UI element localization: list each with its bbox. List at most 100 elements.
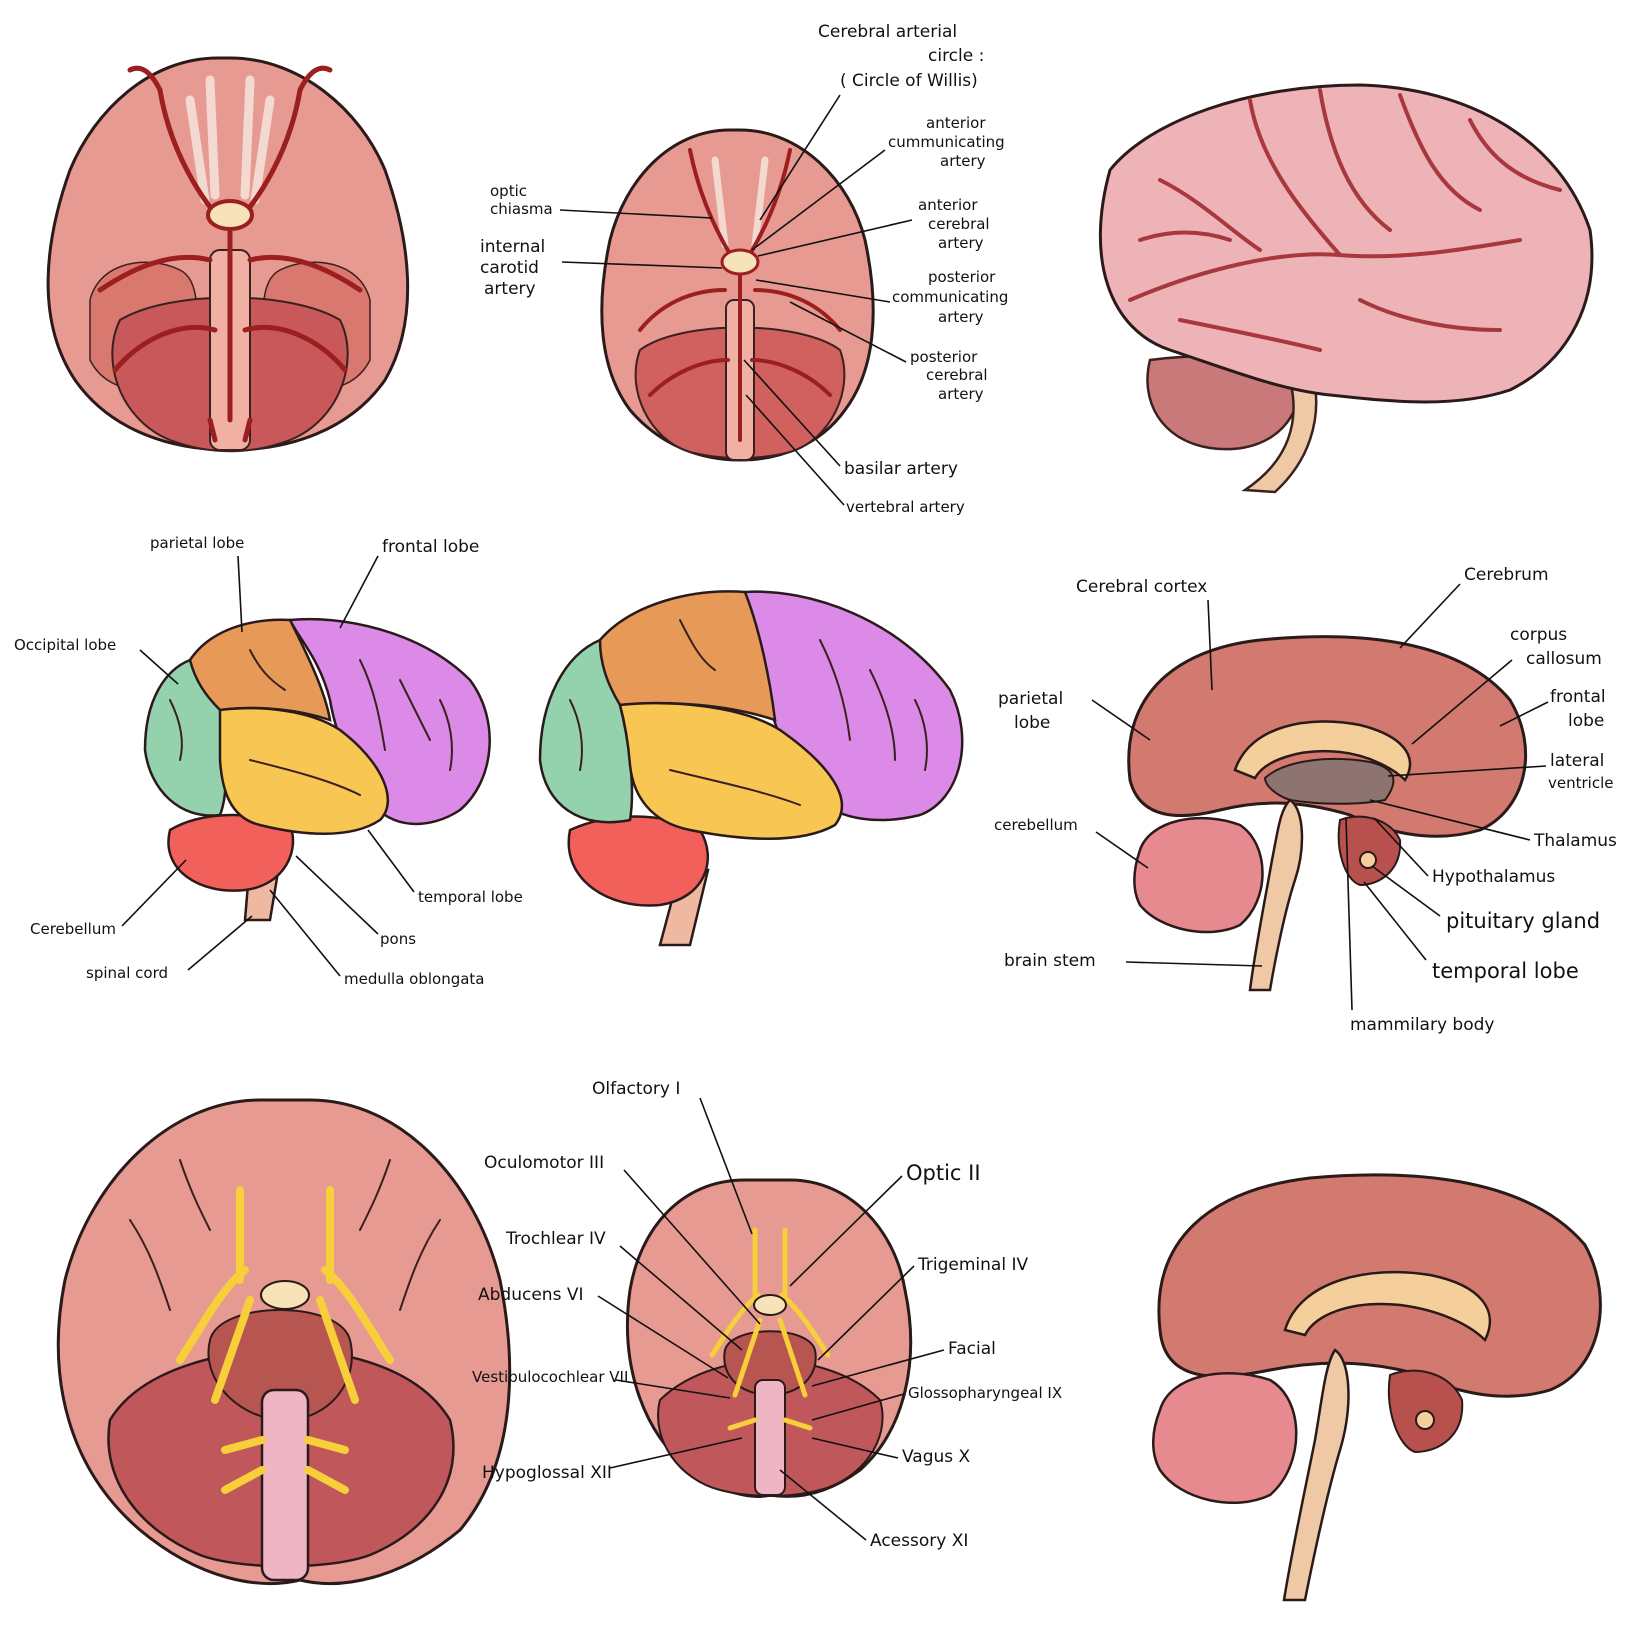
cn-oculomotor-label: Oculomotor III [484, 1153, 604, 1173]
lobes-cerebellum [167, 813, 295, 892]
cn-hypoglossal-leader [609, 1437, 743, 1469]
inf2-nerves [176, 1186, 394, 1494]
cow-circle [720, 248, 760, 276]
cow-pcomm-line2: communicating [892, 288, 1008, 306]
circle-of-willis-diagram: Cerebral arterial circle : ( Circle of W… [480, 22, 1008, 516]
sag-parietal-label1: parietal [998, 689, 1063, 709]
cow-pca-line2: cerebral [926, 366, 988, 384]
lobes-parietal-leader [237, 555, 243, 633]
cow-optic-line1: optic [490, 182, 527, 200]
cn-olfactory-leader [699, 1097, 753, 1235]
cn-vagus-leader [811, 1437, 899, 1459]
sag-brainstem [1248, 798, 1304, 992]
lobes-gyri [169, 649, 453, 796]
cn-abducens-leader [597, 1295, 729, 1379]
cow-vertebral-leader [745, 394, 845, 506]
cow-ica-leader [561, 261, 723, 269]
sag-cortex-label: Cerebral cortex [1076, 577, 1207, 597]
inf2-gyri [129, 1159, 441, 1311]
cow-acomm-leader [751, 149, 886, 251]
cow-optic-leader [559, 209, 713, 219]
cow-olfactory-tracts [711, 156, 769, 249]
cn-abducens-label: Abducens VI [478, 1285, 583, 1305]
cow-basilar-leader [743, 359, 841, 467]
sag-lateral-label1: lateral [1550, 751, 1604, 771]
cow-title-line1: Cerebral arterial [818, 22, 957, 42]
sag2-pituitary [1415, 1410, 1435, 1430]
cn-vagus-label: Vagus X [902, 1447, 971, 1467]
lateral-brainstem [1241, 378, 1318, 494]
lobes-temporal [218, 706, 390, 835]
sag-frontal-label2: lobe [1568, 711, 1604, 731]
sag-frontal-label1: frontal [1550, 687, 1606, 707]
lobes-temporal-label: temporal lobe [418, 888, 523, 906]
sag-hypothalamus-label: Hypothalamus [1432, 867, 1555, 887]
cow-ica-line3: artery [484, 279, 536, 299]
cn-trigeminal-label: Trigeminal IV [917, 1255, 1028, 1275]
cn-optic-label: Optic II [906, 1161, 981, 1185]
sag-lateral-leader [1387, 765, 1547, 777]
cn-pons [723, 1330, 817, 1397]
cn-oculomotor-leader [623, 1169, 761, 1325]
lobes2-temporal [618, 702, 844, 840]
inferior-nerves-diagram [56, 1098, 512, 1585]
cn-vestibulocochlear-leader [615, 1379, 731, 1399]
sag-hypothalamus-leader [1373, 817, 1429, 877]
sag-thalamus-label: Thalamus [1533, 831, 1617, 851]
sag-thalamus-leader [1369, 799, 1531, 841]
sag-temporal-leader [1363, 881, 1427, 961]
lobes-spinal-leader [187, 915, 253, 971]
sag-temporal-label: temporal lobe [1432, 959, 1579, 983]
lobes-frontal-label: frontal lobe [382, 537, 479, 557]
lateral-vessels-diagram [1098, 83, 1594, 494]
lateral-surface-vessels [1128, 88, 1562, 352]
cn-accessory-leader [779, 1469, 867, 1541]
lobes-medulla-leader [269, 889, 341, 977]
sag-corpus-callosum [1233, 720, 1412, 783]
cn-medulla [754, 1379, 786, 1496]
cow-acomm-line3: artery [940, 152, 986, 170]
sag-pituitary-label: pituitary gland [1446, 909, 1600, 933]
sag-cortex-leader [1207, 599, 1213, 691]
sag-mammillary-label: mammilary body [1350, 1015, 1494, 1035]
lateral-cerebrum [1098, 83, 1594, 404]
cow-aca-leader [757, 219, 913, 257]
sag-frontal-leader [1499, 701, 1549, 727]
lobes-occipital-label: Occipital lobe [14, 636, 116, 654]
inferior-arteries-diagram [46, 56, 410, 453]
cow-pcomm-line3: artery [938, 308, 984, 326]
sag-cerebellum-label: cerebellum [994, 816, 1078, 834]
sag-pituitary [1359, 851, 1377, 869]
sag-brainstem-leader [1125, 961, 1263, 967]
lobes-spinal-label: spinal cord [86, 964, 168, 982]
sag-cerebrum-leader [1399, 583, 1461, 649]
lobes-cerebellum-leader [121, 859, 187, 927]
lobes2-gyri [569, 619, 928, 806]
cranial-nerves-labeled-diagram: Olfactory I Oculomotor III Optic II Troc… [472, 1079, 1062, 1551]
cow-title-line3: ( Circle of Willis) [840, 71, 978, 91]
sag-corpus-label1: corpus [1510, 625, 1567, 645]
lobes-pons-leader [295, 855, 379, 935]
cow-vertebral-label: vertebral artery [846, 498, 965, 516]
cow-aca-line2: cerebral [928, 215, 990, 233]
cow-acomm-line2: cummunicating [888, 133, 1005, 151]
sag2-brainstem [1282, 1348, 1350, 1602]
cn-hypoglossal-label: Hypoglossal XII [482, 1463, 612, 1483]
sagittal-unlabeled-diagram [1152, 1173, 1602, 1602]
cn-trochlear-label: Trochlear IV [505, 1229, 606, 1249]
lobes-cerebellum-label: Cerebellum [30, 920, 116, 938]
sagittal-labeled-diagram: Cerebral cortex Cerebrum corpus callosum… [994, 565, 1617, 1035]
lobes-occipital [143, 658, 227, 817]
lobes-pons-label: pons [380, 930, 416, 948]
cow-basilar-label: basilar artery [844, 459, 958, 479]
cow-aca-line3: artery [938, 234, 984, 252]
sag-cerebellum [1133, 816, 1264, 934]
cow-aca-line1: anterior [918, 196, 978, 214]
lobes-unlabeled-diagram [538, 590, 964, 947]
inferior-circle-of-willis [206, 199, 254, 231]
cn-olfactory-label: Olfactory I [592, 1079, 680, 1099]
sag-temporal [1337, 815, 1402, 887]
lobes-frontal [288, 617, 491, 826]
sag2-cerebellum [1152, 1372, 1298, 1504]
